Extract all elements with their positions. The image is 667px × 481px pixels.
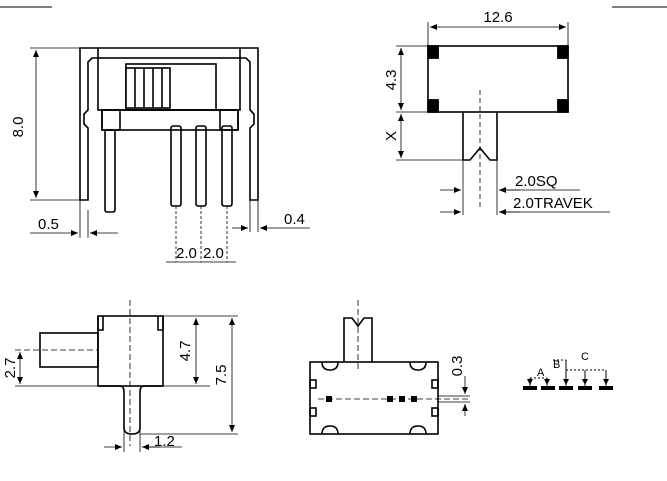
schematic-label-c: C (581, 351, 589, 363)
lead-offset-label: 1.2 (154, 433, 175, 450)
front-view-dimensions (30, 47, 310, 263)
pin-offset-label: 0.5 (38, 216, 59, 233)
actuator-offset-label: 2.7 (2, 358, 19, 379)
bracket-thickness-label: 0.4 (284, 211, 305, 228)
pin-spacing-label: 0.3 (449, 356, 466, 377)
bottom-view-dimensions (318, 300, 470, 416)
schematic-label-b: B (553, 359, 560, 371)
bottom-view (309, 317, 439, 435)
pin-pitch-2-label: 2.0 (203, 245, 224, 262)
width-label: 12.6 (483, 9, 512, 26)
top-view-dimensions (396, 22, 610, 215)
top-view (427, 45, 569, 161)
schematic-label-a: A (537, 367, 545, 379)
side-view-dimensions (15, 300, 238, 452)
pin-pitch-1-label: 2.0 (176, 245, 197, 262)
body-depth-label: 4.3 (383, 70, 400, 91)
travel-label: 2.0TRAVEK (513, 195, 593, 212)
total-height-label: 7.5 (213, 365, 230, 386)
actuator-size-label: 2.0SQ (515, 173, 558, 190)
schematic-contacts (523, 379, 613, 390)
actuator-length-label: X (383, 131, 400, 141)
body-height-label: 4.7 (177, 341, 194, 362)
side-view (39, 315, 164, 435)
height-label: 8.0 (10, 117, 27, 138)
front-view (79, 47, 259, 213)
